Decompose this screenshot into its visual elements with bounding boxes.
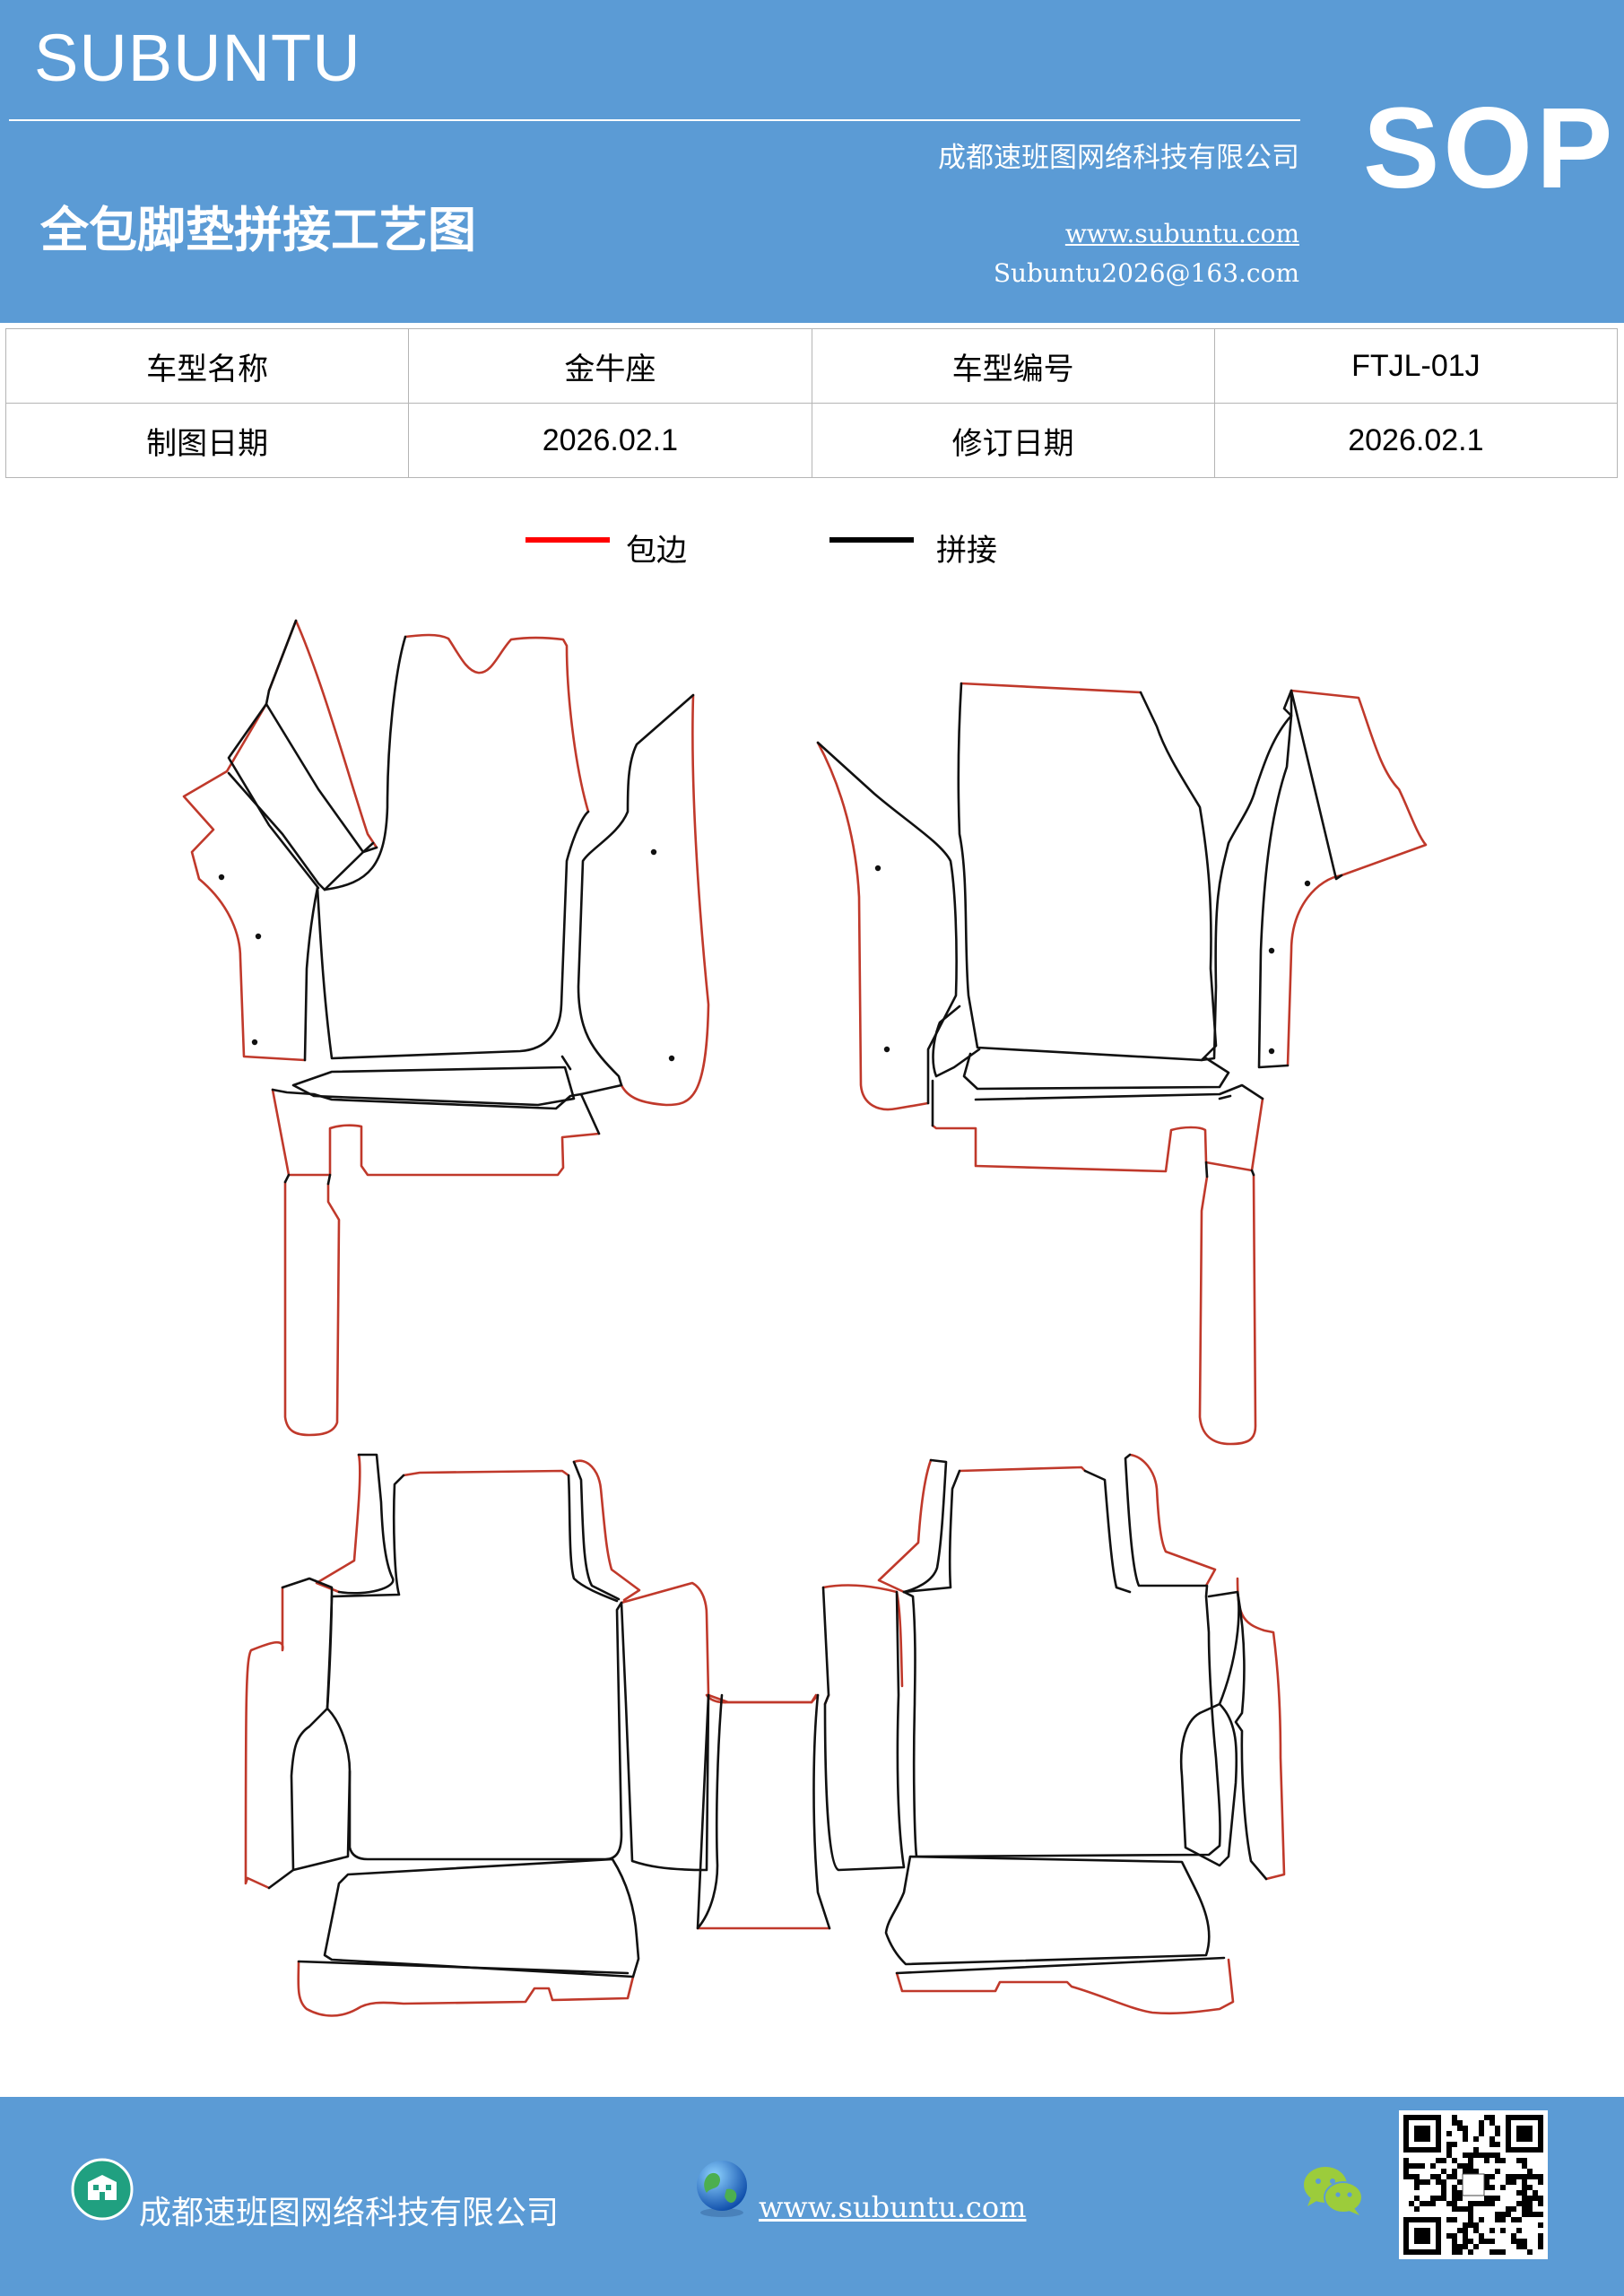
rear-left-outer-edge <box>244 1453 641 1890</box>
mounting-hole-dot <box>874 865 881 872</box>
info-table: 车型名称 金牛座 车型编号 FTJL-01J 制图日期 2026.02.1 修订… <box>4 328 1619 478</box>
revise-date-value: 2026.02.1 <box>1213 403 1619 478</box>
mounting-hole-dot <box>1268 947 1275 954</box>
mounting-hole-dot <box>650 848 657 856</box>
document-title: 全包脚垫拼接工艺图 <box>40 202 476 258</box>
front-left-tunnel-strip-edge <box>283 1180 341 1437</box>
footer-company-name: 成都速班图网络科技有限公司 <box>139 2195 560 2231</box>
mounting-hole-dot <box>255 933 262 940</box>
brand-logo-text: SUBUNTU <box>34 21 361 95</box>
legend-splice-label: 拼接 <box>936 533 997 569</box>
revise-date-label: 修订日期 <box>811 403 1215 478</box>
mounting-hole-dot <box>218 874 225 881</box>
header-email: Subuntu2026@163.com <box>993 258 1299 288</box>
rear-right-outer-edge <box>877 1453 1286 1881</box>
rear-right-mat-group <box>821 1453 1286 2015</box>
front-left-top-edge <box>404 633 590 813</box>
front-left-lower-edge <box>271 1088 601 1177</box>
header-company-name: 成都速班图网络科技有限公司 <box>938 142 1299 174</box>
footer-website-link[interactable]: www.subuntu.com <box>759 2190 1027 2224</box>
mounting-hole-dot <box>1268 1048 1275 1055</box>
front-right-mat-group <box>816 682 1428 1446</box>
mounting-hole-dot <box>668 1055 675 1062</box>
rear-center-tunnel-edge <box>696 1693 831 1930</box>
model-name-value: 金牛座 <box>408 328 812 404</box>
rear-right-bottom-edge <box>895 1958 1235 2015</box>
front-right-outer-edge <box>816 682 1428 1111</box>
legend-edge-label: 包边 <box>626 533 687 569</box>
rear-left-bottom-edge <box>297 1960 635 2017</box>
header-website-link[interactable]: www.subuntu.com <box>1064 219 1299 248</box>
wechat-icon <box>1304 2167 1363 2215</box>
mounting-hole-dot <box>1304 880 1311 887</box>
rear-left-side-edge <box>620 1581 818 1704</box>
legend-edge-swatch <box>525 537 610 543</box>
mounting-hole-dot <box>251 1039 258 1046</box>
qr-code <box>1399 2110 1548 2259</box>
model-name-label: 车型名称 <box>4 328 410 404</box>
header-divider <box>9 119 1300 121</box>
table-row: 车型名称 金牛座 车型编号 FTJL-01J <box>4 328 1619 404</box>
front-left-side-edge <box>620 693 710 1107</box>
draw-date-value: 2026.02.1 <box>408 403 812 478</box>
table-row: 制图日期 2026.02.1 修订日期 2026.02.1 <box>4 403 1619 478</box>
rear-right-side-edge <box>821 1584 904 1706</box>
mounting-hole-dot <box>883 1046 890 1053</box>
front-right-tunnel-strip-edge <box>1198 1173 1257 1446</box>
globe-icon <box>697 2161 747 2217</box>
sop-mark: SOP <box>1363 84 1617 213</box>
building-icon <box>71 2158 134 2221</box>
rear-left-mat-group <box>244 1453 831 2017</box>
draw-date-label: 制图日期 <box>4 403 410 478</box>
model-code-label: 车型编号 <box>811 328 1215 404</box>
header-banner: SUBUNTU 成都速班图网络科技有限公司 全包脚垫拼接工艺图 www.subu… <box>0 0 1624 323</box>
front-right-lower-edge <box>931 1097 1264 1173</box>
front-left-mat-group <box>182 619 710 1437</box>
legend-splice-swatch <box>829 537 914 543</box>
model-code-value: FTJL-01J <box>1213 328 1619 404</box>
mounting-holes <box>218 848 1311 1062</box>
